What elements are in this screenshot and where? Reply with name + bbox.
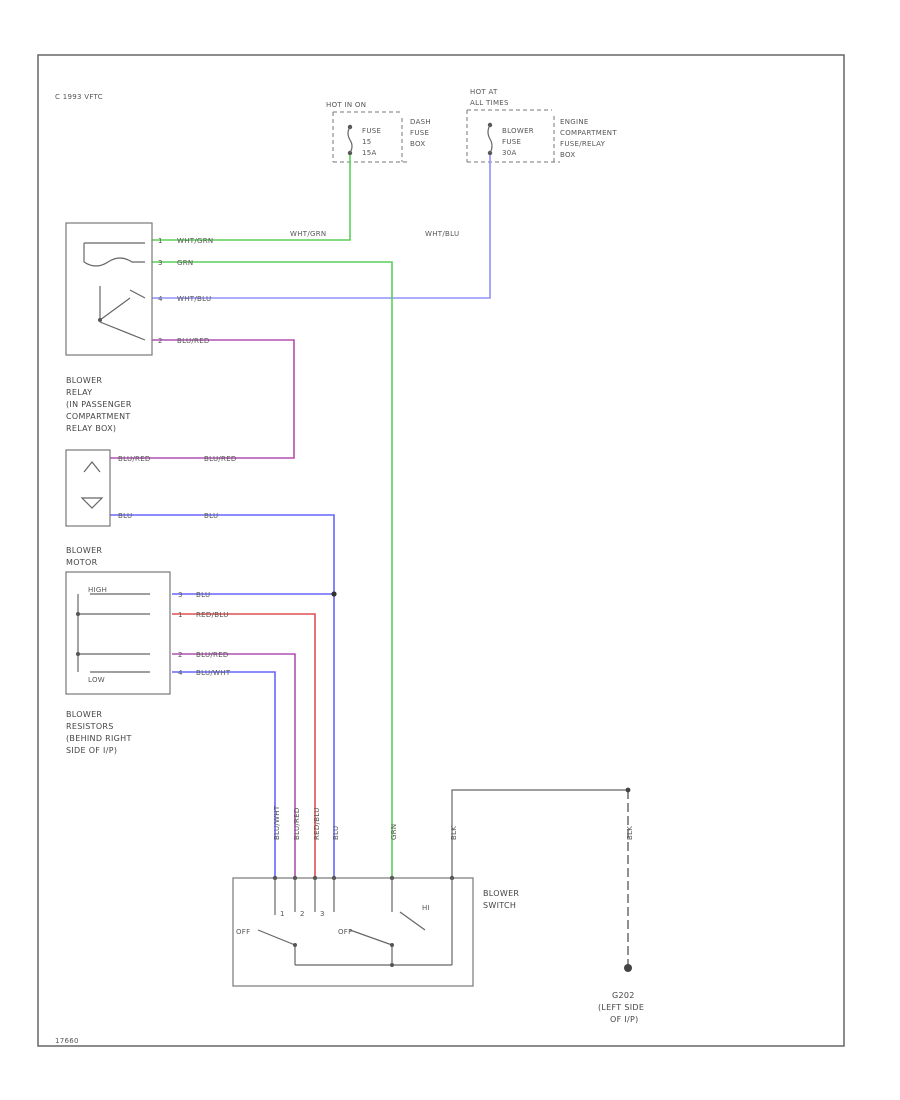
corner-code: 17660 [55,1037,79,1045]
res-label1: BLOWER [66,710,102,719]
res-label3: (BEHIND RIGHT [66,734,132,743]
left-fuse-feed: HOT IN ON [326,101,366,109]
relay-label2: RELAY [66,388,93,397]
motor-wire-a2: BLU/RED [204,455,237,463]
blower-switch [232,875,474,987]
sw-wire-label-4: BLU [332,826,340,840]
sw-wire-label-5: GRN [390,824,398,840]
res-pin2: 1 [178,611,183,619]
left-box-line1: DASH [410,118,431,126]
relay-label5: RELAY BOX) [66,424,116,433]
left-fuse-name: FUSE [362,127,381,135]
switch-label2: SWITCH [483,901,516,910]
header-label: C 1993 VFTC [55,93,103,101]
motor-label2: MOTOR [66,558,98,567]
left-box-line2: FUSE [410,129,429,137]
left-box-line3: BOX [410,140,425,148]
relay-pin2: 3 [158,259,163,267]
wire-red-blu [172,613,316,878]
sw-pos-hi: HI [422,904,430,912]
ground-g202 [624,964,632,972]
switch-label1: BLOWER [483,889,519,898]
relay-pin1: 1 [158,237,163,245]
res-wire2: RED/BLU [196,611,229,619]
right-box-line2: COMPARTMENT [560,129,617,137]
res-label4: SIDE OF I/P) [66,746,117,755]
right-fuse-rating: 30A [502,149,517,157]
wire-wht-blu [152,155,491,299]
right-fuse-feed1: HOT AT [470,88,498,96]
wire-blu-wht [172,671,276,878]
sw-pos-3: 3 [320,910,325,918]
sw-wire-label-2: BLU/RED [293,807,301,840]
right-box-line3: FUSE/RELAY [560,140,606,148]
motor-wire-b: BLU [118,512,132,520]
engine-fuse-box: HOT AT ALL TIMES BLOWER FUSE 30A ENGINE … [466,88,617,163]
wire-blk [451,789,628,878]
sw-pos-off-a: OFF [236,928,250,936]
relay-wire2: GRN [177,259,193,267]
relay-label1: BLOWER [66,376,102,385]
relay-pin3: 4 [158,295,163,303]
sw-pos-off-b: OFF [338,928,352,936]
relay-wire1: WHT/GRN [177,237,213,245]
relay-wire4: BLU/RED [177,337,210,345]
gnd-wire-label: BLK [626,826,634,840]
wire-blu-motor [110,514,335,878]
dash-fuse-box: HOT IN ON FUSE 15 15A DASH FUSE BOX [326,101,431,163]
wire-label-wht-grn-top: WHT/GRN [290,230,326,238]
motor-wire-a: BLU/RED [118,455,151,463]
wire-grn [152,261,393,878]
blower-resistors [65,571,171,695]
sw-pos-1: 1 [280,910,285,918]
ground-label2: (LEFT SIDE [598,1003,644,1012]
blower-relay [65,222,153,356]
sw-wire-label-3: RED/BLU [313,807,321,840]
res-pin3: 2 [178,651,183,659]
motor-wire-b2: BLU [204,512,218,520]
right-fuse-name: BLOWER [502,127,534,135]
left-fuse-number: 15 [362,138,372,146]
relay-label4: COMPARTMENT [66,412,131,421]
wire-blu-red-res [172,653,296,878]
wire-blu-red-relay [110,339,295,459]
blower-motor [65,449,111,527]
res-pin4: 4 [178,669,183,677]
right-box-line1: ENGINE [560,118,589,126]
sw-pos-2: 2 [300,910,305,918]
ground-label1: G202 [612,991,635,1000]
sw-wire-label-1: BLU/WHT [273,805,281,840]
motor-label1: BLOWER [66,546,102,555]
res-low: LOW [88,676,105,684]
right-fuse-feed2: ALL TIMES [470,99,509,107]
left-fuse-rating: 15A [362,149,377,157]
relay-label3: (IN PASSENGER [66,400,132,409]
relay-pin4: 2 [158,337,163,345]
res-label2: RESISTORS [66,722,114,731]
wire-wht-grn [152,155,351,241]
res-high: HIGH [88,586,107,594]
sw-wire-label-6: BLK [450,826,458,840]
right-box-line4: BOX [560,151,575,159]
res-wire1: BLU [196,591,210,599]
ground-label3: OF I/P) [610,1015,639,1024]
relay-wire3: WHT/BLU [177,295,211,303]
right-fuse-label: FUSE [502,138,521,146]
diagram-frame [37,54,845,1047]
res-pin1: 3 [178,591,183,599]
wire-label-wht-blu-top: WHT/BLU [425,230,459,238]
res-wire3: BLU/RED [196,651,229,659]
res-wire4: BLU/WHT [196,669,231,677]
